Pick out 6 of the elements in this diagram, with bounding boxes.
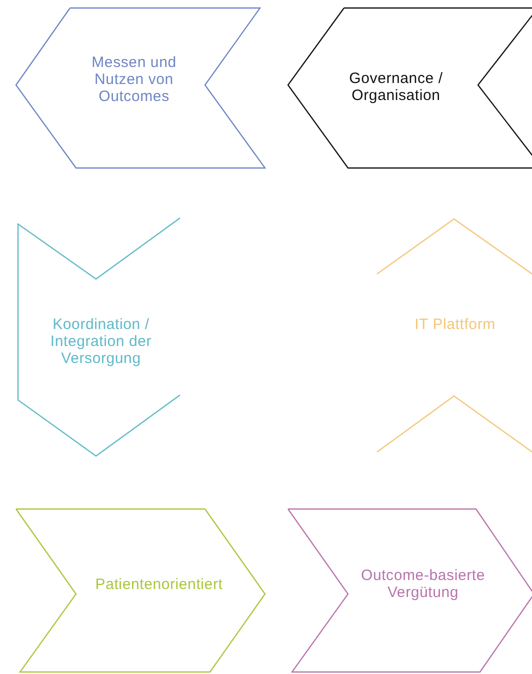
node-label: IT Plattform [414, 316, 496, 333]
node-label: Koordination / Integration der Versorgung [49, 316, 153, 367]
node-label: Messen und Nutzen von Outcomes [90, 54, 178, 105]
node-label: Outcome-basierte Vergütung [360, 567, 486, 601]
node-label: Governance / Organisation [348, 70, 444, 104]
node-label: Patientenorientiert [94, 576, 224, 593]
